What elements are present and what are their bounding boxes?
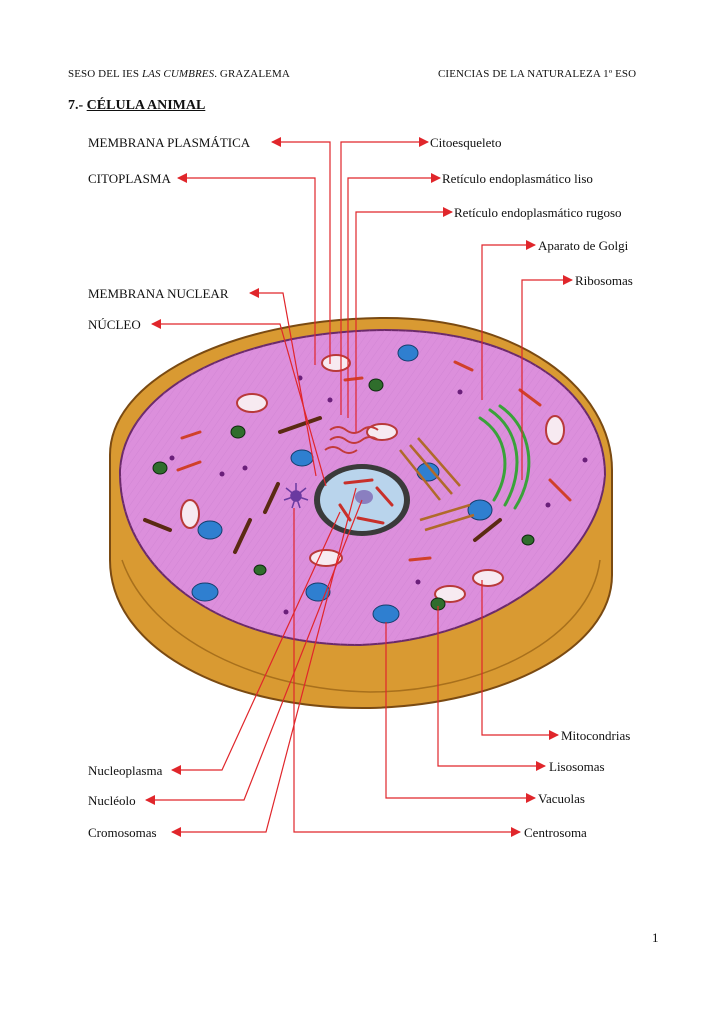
nucleolus [355,490,373,504]
cell-illustration [109,316,613,710]
granules [169,375,588,615]
centrosome [283,483,309,509]
page-number: 1 [652,930,659,945]
vacuoles [191,344,493,624]
label-centrosoma: Centrosoma [524,825,587,840]
leader-citoesqueleto [340,137,429,415]
leader-centrosoma [293,508,521,837]
leader-cromosomas [171,487,357,837]
label-mitocondrias: Mitocondrias [561,728,631,743]
mitochondria [180,354,565,603]
golgi-apparatus [478,404,531,510]
leader-membrana-nuclear [249,288,317,477]
leader-golgi [481,240,536,400]
leader-mitocondrias [481,580,559,740]
leader-ribosomas [521,275,573,480]
label-reticulo-liso: Retículo endoplasmático liso [442,171,593,186]
leader-reticulo-rugoso [355,207,453,432]
label-vacuolas: Vacuolas [538,791,585,806]
leader-nucleoplasma [171,511,341,775]
header-subject: CIENCIAS DE LA NATURALEZA 1º ESO [438,68,637,80]
leader-membrana-plasmatica [271,137,331,364]
title-text: CÉLULA ANIMAL [86,98,206,113]
leader-nucleo [151,319,327,487]
title-number: 7.- [68,98,87,113]
leader-nucleolo [145,499,363,805]
leader-citoplasma [177,173,316,365]
leader-vacuolas [385,622,536,803]
leader-reticulo-liso [347,173,441,418]
label-reticulo-rugoso: Retículo endoplasmático rugoso [454,205,622,220]
label-nucleoplasma: Nucleoplasma [88,763,163,778]
header-school: SESO DEL IES [68,68,142,80]
label-cromosomas: Cromosomas [88,825,157,840]
label-lisosomas: Lisosomas [549,759,605,774]
header-town: . GRAZALEMA [214,68,290,80]
cytoskeleton [143,416,502,554]
leader-lines [145,137,573,837]
label-ribosomas: Ribosomas [575,273,633,288]
smooth-er [324,426,379,454]
lysosomes [152,378,535,611]
label-nucleo: NÚCLEO [88,317,141,332]
label-citoesqueleto: Citoesqueleto [430,135,502,150]
membrane-shading [121,559,601,693]
rough-er [399,437,475,532]
header-left: SESO DEL IES LAS CUMBRES. GRAZALEMA [68,68,290,80]
header-school-name: LAS CUMBRES [141,68,215,80]
label-nucleolo: Nucléolo [88,793,136,808]
label-golgi: Aparato de Golgi [538,238,629,253]
page-title: 7.- CÉLULA ANIMAL [68,98,205,114]
label-membrana-plasmatica: MEMBRANA PLASMÁTICA [88,135,251,150]
label-membrana-nuclear: MEMBRANA NUCLEAR [88,286,229,301]
label-citoplasma: CITOPLASMA [88,171,171,186]
leader-lisosomas [437,606,546,771]
